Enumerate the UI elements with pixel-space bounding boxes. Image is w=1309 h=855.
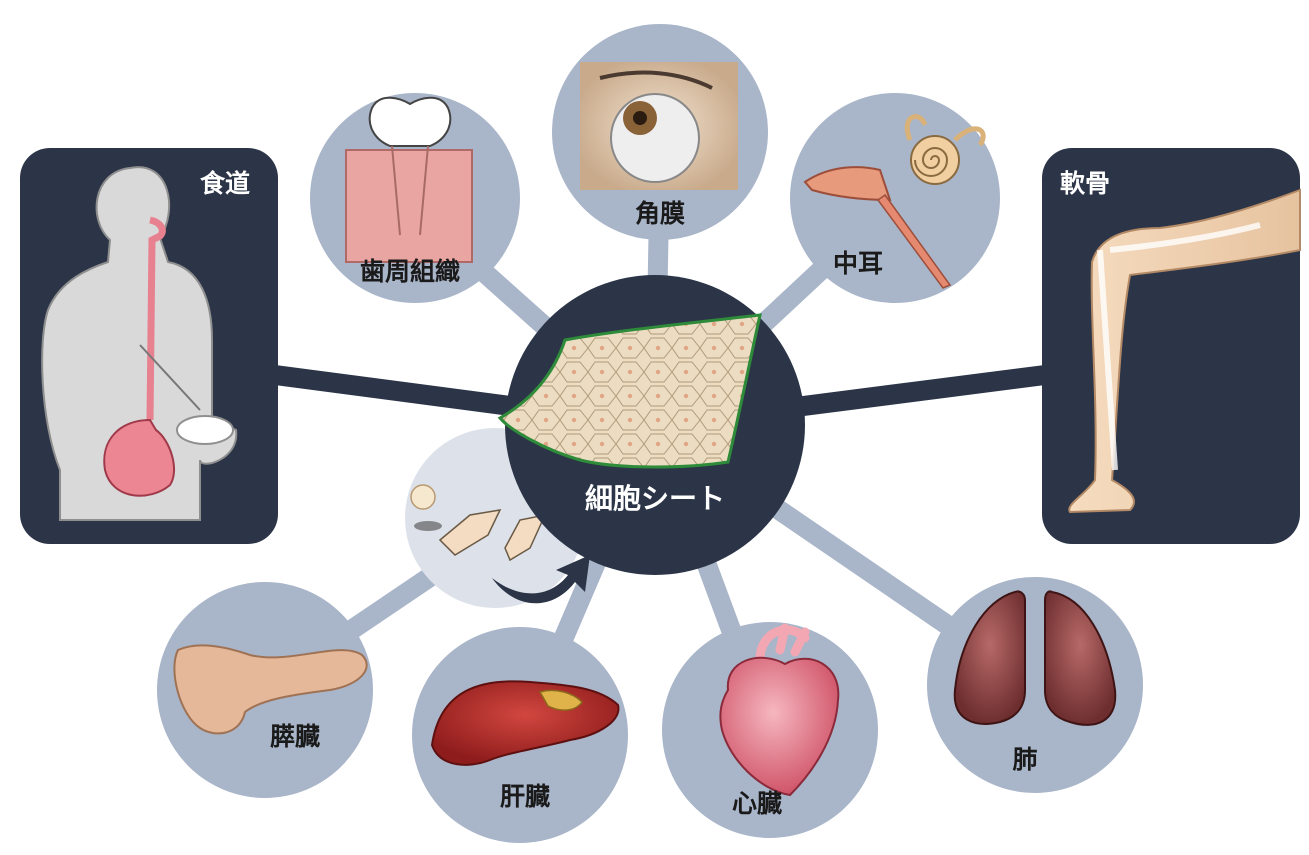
stomach-shape bbox=[103, 418, 175, 497]
node-cell-sheet: 細胞シート bbox=[497, 275, 805, 575]
fibroblast-cell-1 bbox=[438, 509, 502, 556]
label-cell-sheet: 細胞シート bbox=[585, 482, 725, 515]
label-pancreas: 膵臓 bbox=[270, 722, 320, 751]
node-liver: 肝臓 bbox=[412, 627, 628, 843]
label-cartilage: 軟骨 bbox=[1060, 169, 1110, 198]
semicircular-canals bbox=[904, 114, 986, 147]
leg-shape bbox=[1068, 188, 1301, 514]
chopsticks bbox=[139, 344, 201, 411]
label-esophagus: 食道 bbox=[200, 169, 250, 198]
eustachian-tube bbox=[876, 193, 952, 289]
cochlea-spiral bbox=[914, 147, 949, 177]
pupil bbox=[633, 111, 647, 125]
node-middle-ear: 中耳 bbox=[790, 93, 1000, 303]
pancreas-shape bbox=[173, 644, 368, 735]
tooth-shape bbox=[368, 96, 452, 147]
aorta bbox=[755, 623, 810, 665]
node-periodontal: 歯周組織 bbox=[310, 93, 520, 303]
label-liver: 肝臓 bbox=[500, 782, 550, 811]
arrow-icon bbox=[492, 555, 590, 604]
node-lung: 肺 bbox=[927, 577, 1143, 793]
heart-shape bbox=[719, 656, 840, 797]
label-lung: 肺 bbox=[1012, 745, 1037, 774]
fibroblast-cell-2 bbox=[504, 513, 547, 562]
cell-shadow-icon bbox=[414, 521, 442, 531]
panel-esophagus: 食道 bbox=[20, 148, 278, 544]
cell-sheet-shape bbox=[497, 313, 762, 469]
label-heart: 心臓 bbox=[732, 789, 782, 818]
node-heart: 心臓 bbox=[662, 622, 878, 838]
eyeball bbox=[610, 93, 700, 183]
rice-bowl bbox=[176, 415, 234, 445]
gum-shape bbox=[345, 149, 473, 263]
right-lung bbox=[1044, 590, 1117, 726]
gallbladder bbox=[538, 689, 583, 711]
panel-cartilage: 軟骨 bbox=[1042, 148, 1301, 544]
esophagus-tube bbox=[146, 216, 166, 421]
eyebrow bbox=[599, 70, 713, 90]
node-cornea: 角膜 bbox=[552, 24, 768, 240]
ear-canal bbox=[803, 166, 892, 202]
label-middle-ear: 中耳 bbox=[833, 249, 883, 278]
tooth-roots bbox=[391, 145, 429, 236]
node-pancreas: 膵臓 bbox=[157, 582, 373, 798]
label-periodontal: 歯周組織 bbox=[360, 257, 460, 286]
left-lung bbox=[953, 590, 1026, 725]
stem-cell-icon bbox=[410, 484, 436, 510]
label-cornea: 角膜 bbox=[635, 199, 685, 228]
bone-lines bbox=[1097, 222, 1261, 471]
cochlea-outer bbox=[910, 135, 960, 185]
